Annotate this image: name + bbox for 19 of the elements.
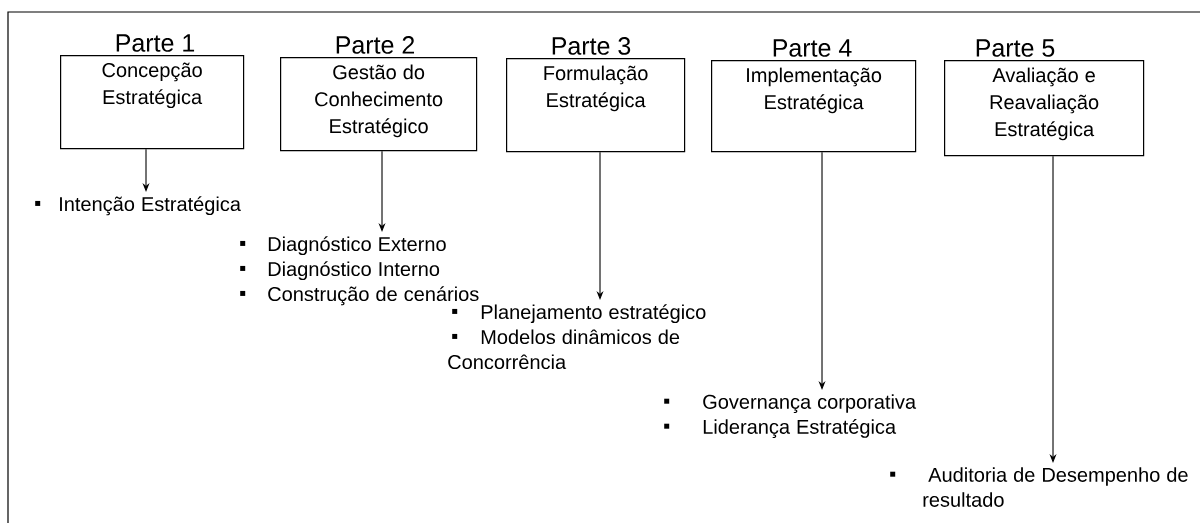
list-item: Construção de cenários [240,286,479,306]
process-box: Implementação Estratégica [711,60,917,153]
list-item: Auditoria de Desempenho de resultado [890,467,1188,507]
list-item: Liderança Estratégica [664,418,897,438]
part-heading: Parte 4 [773,39,852,57]
part-heading: Parte 5 [976,39,1055,57]
part-heading: Parte 1 [116,34,195,52]
process-box: Gestão do Conhecimento Estratégico [280,57,478,152]
process-box: Avaliação e Reavaliação Estratégica [944,60,1145,157]
process-box: Formulação Estratégica [506,58,686,153]
part-heading: Parte 3 [552,37,631,55]
list-item: Planejamento estratégico [452,304,706,324]
list-item: Diagnóstico Externo [240,236,446,256]
process-box: Concepção Estratégica [60,55,245,150]
list-item: Intenção Estratégica [35,196,241,216]
list-item: Diagnóstico Interno [240,261,440,281]
list-item: Governança corporativa [664,394,917,413]
part-heading: Parte 2 [336,36,414,54]
list-item: Modelos dinâmicos de Concorrência [448,329,680,370]
